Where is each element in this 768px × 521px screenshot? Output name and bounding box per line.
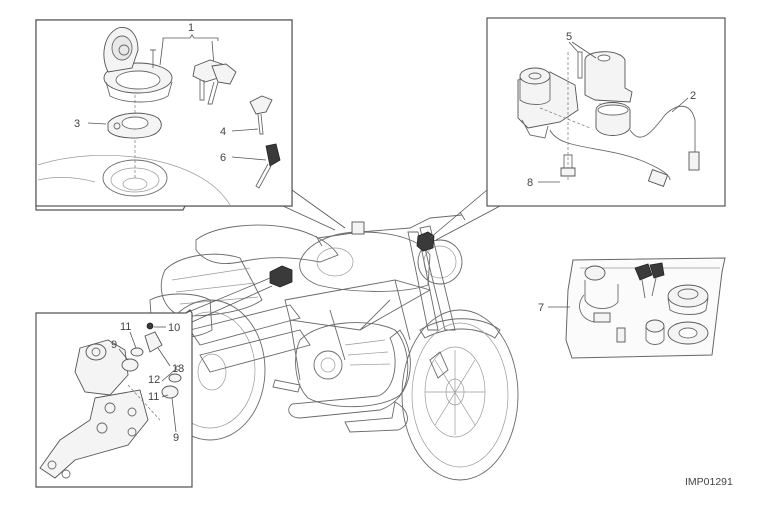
callout-7: 7: [538, 302, 544, 314]
callout-2: 2: [690, 90, 696, 102]
ignition-switch-panel: 5 2 8: [429, 17, 726, 241]
callout-9b: 9: [173, 432, 179, 444]
callout-9a: 9: [111, 339, 117, 351]
fuel-cap-and-keys-panel: 1 3 4 6: [35, 19, 346, 231]
callout-13: 13: [172, 363, 184, 375]
callout-3: 3: [74, 118, 80, 130]
callout-8: 8: [527, 177, 533, 189]
callout-1: 1: [188, 22, 194, 34]
callout-11b: 11: [148, 391, 159, 403]
lock-kit-inset: 7: [538, 257, 726, 359]
callout-11a: 11: [120, 321, 131, 333]
callout-12: 12: [148, 374, 160, 386]
image-reference-code: IMP01291: [685, 476, 733, 488]
callout-6: 6: [220, 152, 226, 164]
callout-4: 4: [220, 126, 226, 138]
callout-5: 5: [566, 31, 572, 43]
seat-lock-panel: 11 10 9 13 12 11 9: [35, 277, 273, 488]
callout-10: 10: [168, 322, 180, 334]
motorcycle-illustration: [149, 211, 519, 481]
